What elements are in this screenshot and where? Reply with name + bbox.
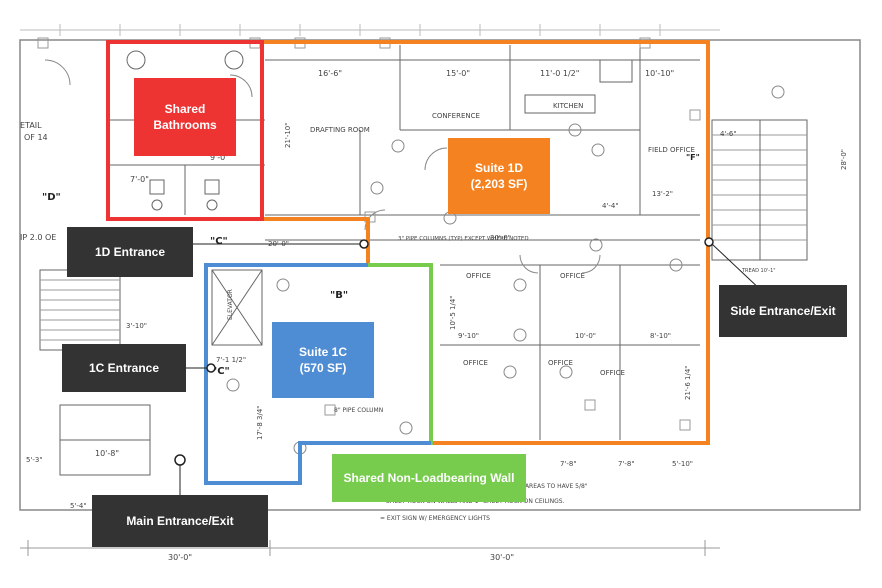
dimension: 3'-10": [126, 322, 147, 330]
dimension: 10'-8": [95, 449, 119, 458]
dimension: 4'-4": [602, 202, 619, 210]
dimension: 10'-5 1/4": [449, 295, 457, 330]
sheet-label: ETAIL: [20, 121, 42, 130]
dimension: 10'-0": [575, 332, 596, 340]
sheet-label: OF 14: [24, 133, 48, 142]
room-label-office: OFFICE: [466, 272, 491, 280]
dimension: 30'-0": [168, 553, 192, 562]
dimension: 7'-8": [560, 460, 577, 468]
dimension: 30'-0": [490, 553, 514, 562]
dimension: 21'-6 1/4": [684, 365, 692, 400]
main-entrance-label: Main Entrance/Exit: [92, 495, 268, 547]
room-label-elevator: ELEVATOR: [227, 289, 234, 320]
entrance-1d-label: 1D Entrance: [67, 227, 193, 277]
marker-c: "C": [210, 236, 228, 247]
note-pipe-columns: 3" PIPE COLUMNS (TYP) EXCEPT WHERE NOTED: [398, 236, 529, 242]
marker-f: "F": [686, 153, 700, 162]
dimension: 7'-0": [130, 175, 149, 184]
dimension: 15'-0": [446, 69, 470, 78]
room-label-field-office: FIELD OFFICE: [648, 146, 695, 154]
dimension: 13'-2": [652, 190, 673, 198]
entrance-1d-marker: [359, 239, 369, 249]
plan-linework: [19, 24, 861, 556]
suite-1c-label: Suite 1C (570 SF): [272, 322, 374, 398]
general-note-3: = EXIT SIGN W/ EMERGENCY LIGHTS: [380, 515, 490, 522]
dimension: 7'-8": [618, 460, 635, 468]
leader-lines: [174, 237, 765, 495]
shared-bathrooms-line1: Shared: [164, 102, 206, 116]
dimension: 11'-0 1/2": [540, 69, 579, 78]
main-entrance-marker: [174, 454, 186, 466]
sheet-label: IP 2.0 OE: [20, 233, 56, 242]
side-entrance-marker: [704, 237, 714, 247]
dimension: 28'-0": [840, 149, 848, 170]
bathrooms-outline: [106, 40, 264, 221]
dimension: 10'-10": [645, 69, 674, 78]
room-label-office: OFFICE: [600, 369, 625, 377]
dimension: 17'-8 3/4": [256, 405, 264, 440]
entrance-1c-marker: [206, 363, 216, 373]
suite-1c-area: (570 SF): [299, 361, 347, 375]
side-entrance-label: Side Entrance/Exit: [719, 285, 847, 337]
suite-outlines: [106, 40, 710, 485]
shared-bathrooms-line2: Bathrooms: [153, 118, 217, 132]
dimension: 30'-0": [490, 234, 511, 242]
dimension: 7'-1 1/2": [216, 356, 246, 364]
dimension: 5'-10": [672, 460, 693, 468]
room-label-conference: CONFERENCE: [432, 112, 480, 120]
shared-wall-label: Shared Non-Loadbearing Wall: [332, 454, 526, 502]
suite-1d-area: (2,203 SF): [470, 177, 528, 191]
suite-1c-outline: [204, 263, 431, 485]
dimension: 8'-10": [650, 332, 671, 340]
dimension: 9'-0": [210, 153, 229, 162]
dimension: 9'-10": [458, 332, 479, 340]
suite-1c-name: Suite 1C: [298, 345, 347, 359]
marker-b: "B": [330, 290, 348, 301]
room-label-office: OFFICE: [548, 359, 573, 367]
marker-c: "C": [212, 366, 230, 377]
stair-tag: TREAD 10'-1": [741, 268, 776, 274]
marker-d: "D": [42, 192, 61, 203]
room-label-kitchen: KITCHEN: [553, 102, 583, 110]
shared-bathrooms-label: Shared Bathrooms: [134, 78, 236, 156]
dimension: 16'-6": [318, 69, 342, 78]
dimension: 5'-4": [70, 502, 87, 510]
room-label-drafting: DRAFTING ROOM: [310, 126, 370, 134]
dimension: 4'-6": [720, 130, 737, 138]
leader-side-entrance: [711, 243, 765, 294]
dimension: 5'-3": [26, 456, 43, 464]
suite-1d-name: Suite 1D: [474, 161, 523, 175]
entrance-1c-label: 1C Entrance: [62, 344, 186, 392]
suite-1d-label: Suite 1D (2,203 SF): [448, 138, 550, 214]
note-pipe-column: 8" PIPE COLUMN: [334, 407, 383, 414]
room-label-office: OFFICE: [463, 359, 488, 367]
dimension: 21'-10": [284, 123, 292, 148]
general-note-1: FEE AREAS TO HAVE 5/8": [512, 483, 588, 490]
room-label-office: OFFICE: [560, 272, 585, 280]
